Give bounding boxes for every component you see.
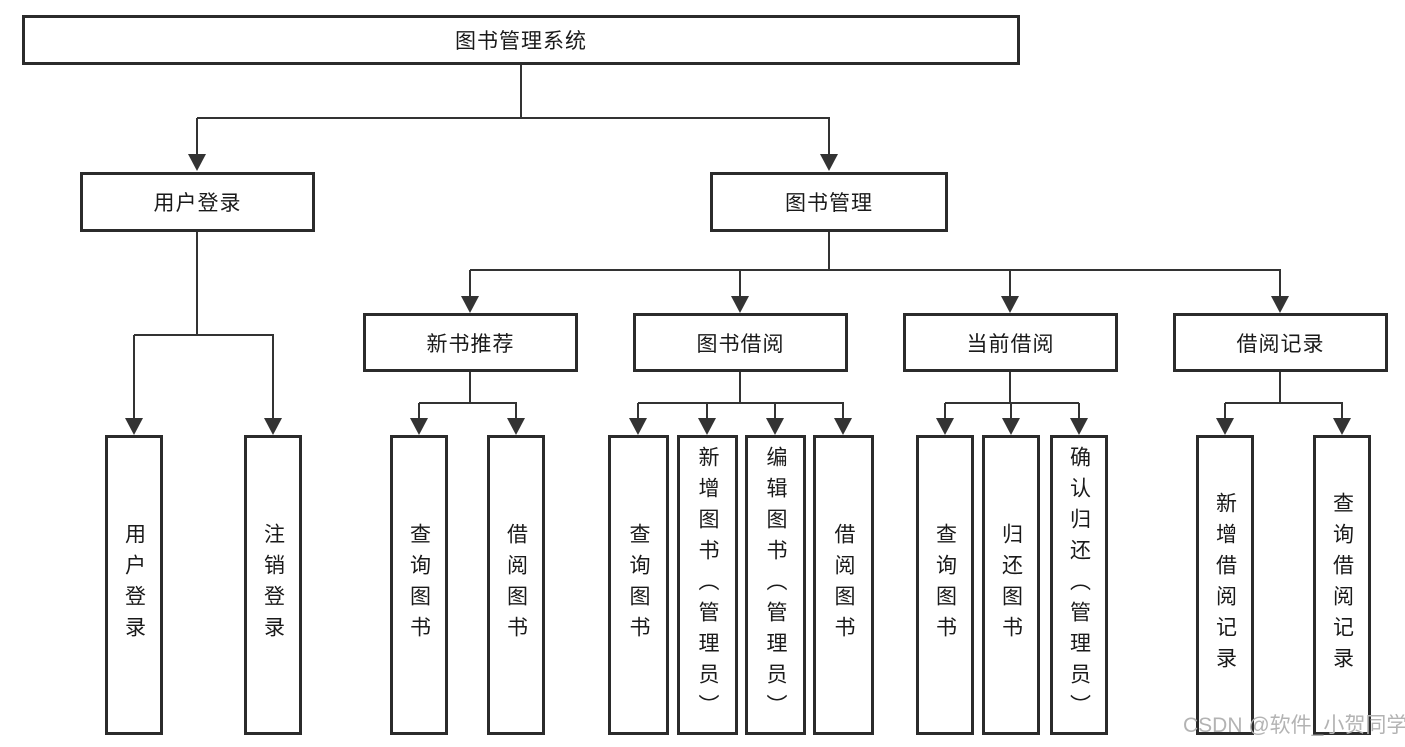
- connector-line: [774, 403, 776, 420]
- arrow-down-icon: [1216, 418, 1234, 435]
- arrow-down-icon: [936, 418, 954, 435]
- leaf-bb-query-books: 查询图书: [608, 435, 669, 735]
- connector-line: [1009, 372, 1011, 403]
- leaf-cb-query-books: 查询图书: [916, 435, 974, 735]
- connector-line: [1224, 403, 1226, 420]
- connector-line: [470, 269, 1281, 271]
- connector-line: [739, 372, 741, 403]
- connector-line: [1010, 403, 1012, 420]
- node-book-management: 图书管理: [710, 172, 948, 232]
- arrow-down-icon: [461, 296, 479, 313]
- leaf-user-login: 用户登录: [105, 435, 163, 735]
- csdn-watermark: CSDN @软件_小贺同学: [1183, 714, 1405, 737]
- node-user-login: 用户登录: [80, 172, 315, 232]
- connector-line: [133, 335, 135, 420]
- connector-line: [469, 270, 471, 298]
- connector-line: [197, 117, 830, 119]
- connector-line: [272, 335, 274, 420]
- arrow-down-icon: [731, 296, 749, 313]
- connector-line: [196, 118, 198, 156]
- connector-line: [1279, 372, 1281, 403]
- connector-line: [196, 232, 198, 335]
- arrow-down-icon: [1333, 418, 1351, 435]
- leaf-nbr-query-books: 查询图书: [390, 435, 448, 735]
- arrow-down-icon: [698, 418, 716, 435]
- arrow-down-icon: [1271, 296, 1289, 313]
- arrow-down-icon: [766, 418, 784, 435]
- connector-line: [1078, 403, 1080, 420]
- arrow-down-icon: [629, 418, 647, 435]
- arrow-down-icon: [125, 418, 143, 435]
- connector-line: [515, 403, 517, 420]
- leaf-cb-return-books: 归还图书: [982, 435, 1040, 735]
- arrow-down-icon: [1070, 418, 1088, 435]
- connector-line: [1009, 270, 1011, 298]
- node-library-system: 图书管理系统: [22, 15, 1020, 65]
- connector-line: [944, 403, 946, 420]
- leaf-bb-edit-books-admin: 编辑图书（管理员）: [745, 435, 806, 735]
- leaf-nbr-borrow-books: 借阅图书: [487, 435, 545, 735]
- leaf-br-add-record: 新增借阅记录: [1196, 435, 1254, 735]
- connector-line: [945, 402, 1079, 404]
- arrow-down-icon: [410, 418, 428, 435]
- node-borrowing-records: 借阅记录: [1173, 313, 1388, 372]
- leaf-logout: 注销登录: [244, 435, 302, 735]
- connector-line: [1225, 402, 1343, 404]
- leaf-bb-borrow-books: 借阅图书: [813, 435, 874, 735]
- connector-line: [828, 118, 830, 156]
- connector-line: [1341, 403, 1343, 420]
- connector-line: [828, 232, 830, 270]
- arrow-down-icon: [188, 154, 206, 171]
- arrow-down-icon: [1002, 418, 1020, 435]
- connector-line: [706, 403, 708, 420]
- arrow-down-icon: [820, 154, 838, 171]
- leaf-br-query-record: 查询借阅记录: [1313, 435, 1371, 735]
- connector-line: [418, 403, 420, 420]
- connector-line: [419, 402, 517, 404]
- arrow-down-icon: [1001, 296, 1019, 313]
- leaf-bb-add-books-admin: 新增图书（管理员）: [677, 435, 738, 735]
- connector-line: [1279, 270, 1281, 298]
- connector-line: [637, 403, 639, 420]
- node-book-borrowing: 图书借阅: [633, 313, 848, 372]
- arrow-down-icon: [507, 418, 525, 435]
- leaf-cb-confirm-return-admin: 确认归还（管理员）: [1050, 435, 1108, 735]
- node-current-borrowing: 当前借阅: [903, 313, 1118, 372]
- node-new-book-recommend: 新书推荐: [363, 313, 578, 372]
- connector-line: [134, 334, 274, 336]
- arrow-down-icon: [834, 418, 852, 435]
- connector-line: [638, 402, 844, 404]
- connector-line: [469, 372, 471, 403]
- connector-line: [739, 270, 741, 298]
- connector-line: [520, 65, 522, 118]
- connector-line: [842, 403, 844, 420]
- arrow-down-icon: [264, 418, 282, 435]
